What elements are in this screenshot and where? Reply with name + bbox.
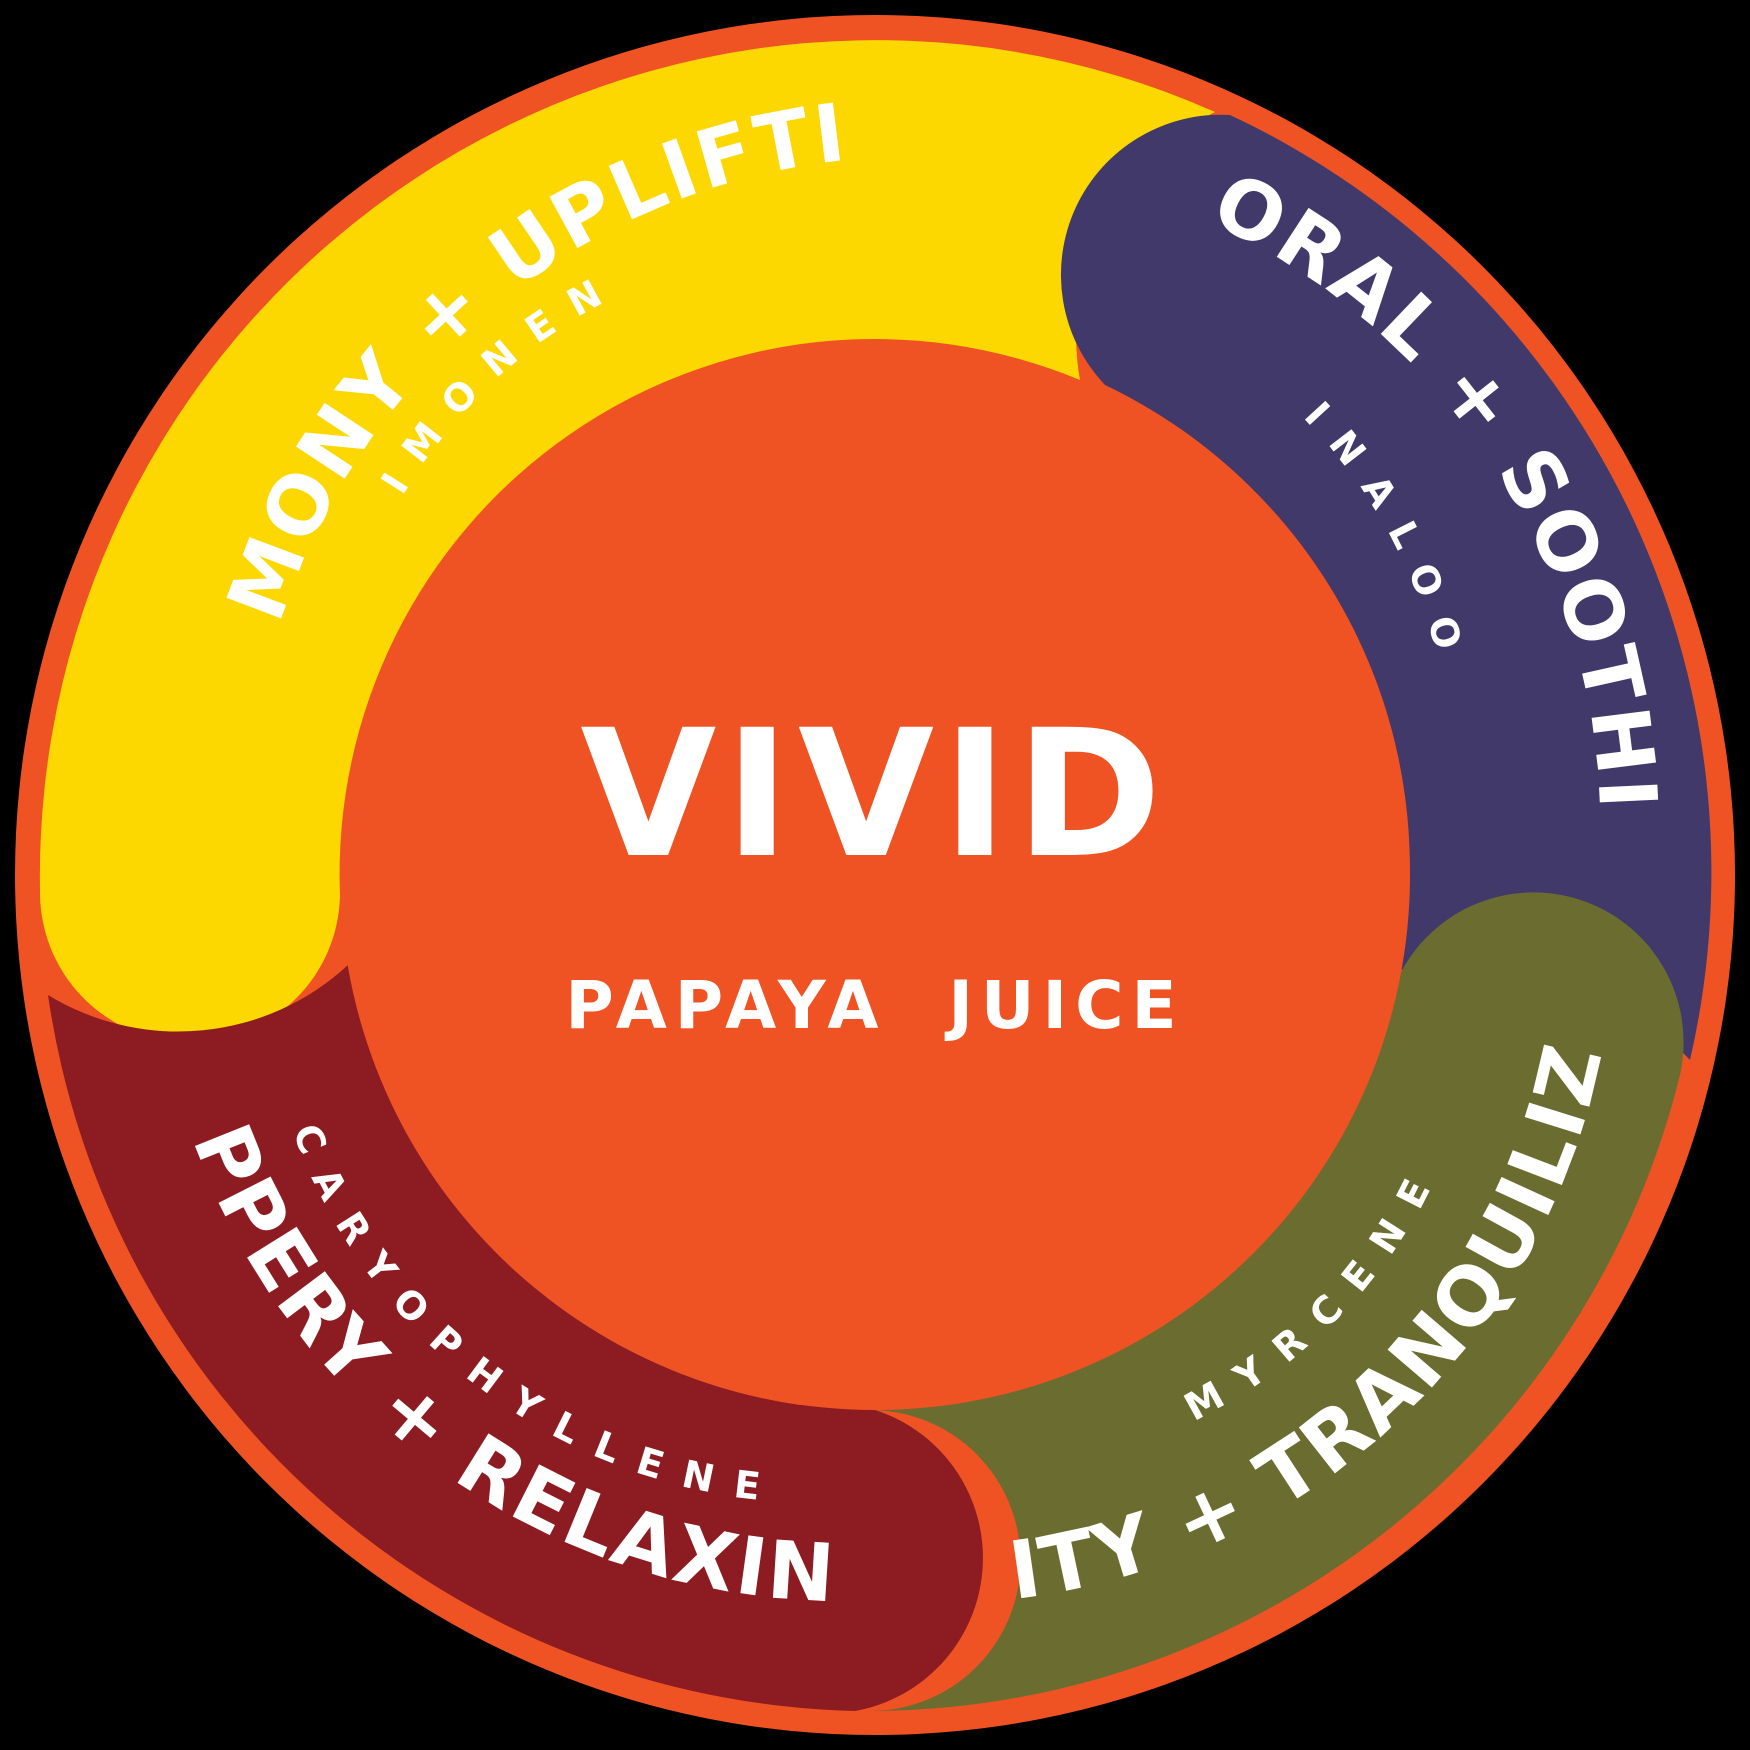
product-name: PAPAYA JUICE (565, 967, 1184, 1044)
segment-lemony-band (39, 40, 1215, 1043)
segment-peppery-band (48, 965, 983, 1711)
brand-title: VIVID (580, 692, 1169, 897)
segment-floral-band (1060, 114, 1712, 1060)
segment-fruity-band (870, 892, 1684, 1711)
center-disc (340, 340, 1410, 1410)
